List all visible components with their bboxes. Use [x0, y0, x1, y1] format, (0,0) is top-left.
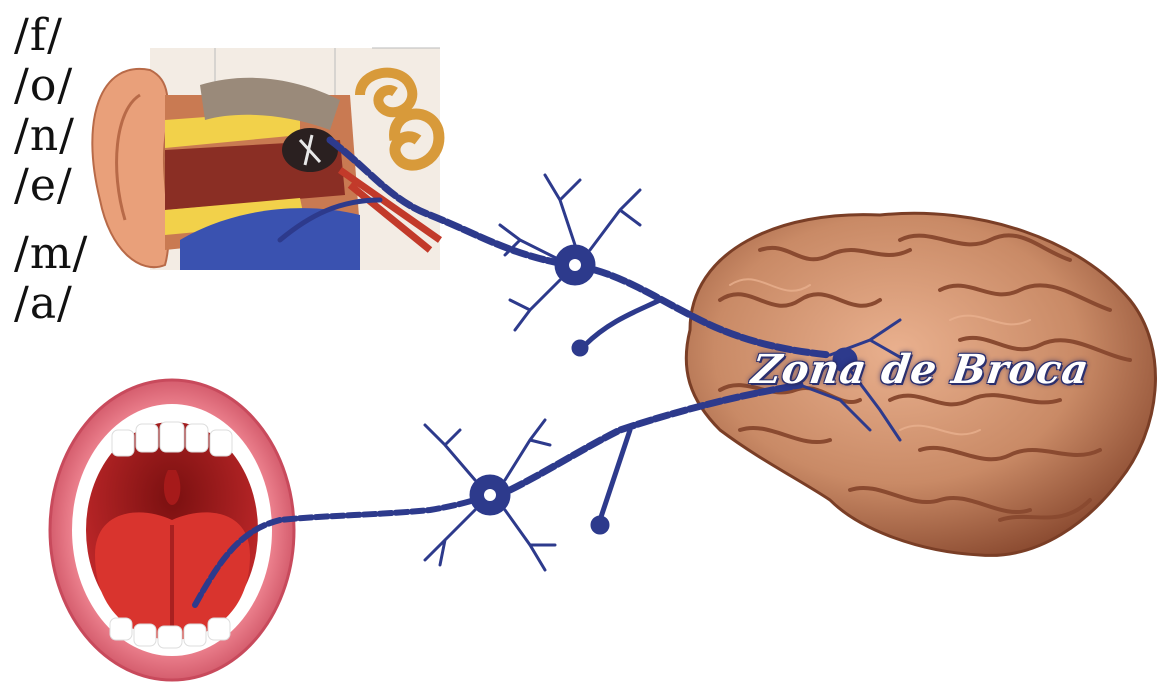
phoneme-label: /e/	[14, 164, 73, 208]
phoneme-label: /o/	[14, 64, 73, 108]
phoneme-label: /a/	[14, 282, 73, 326]
ear-anatomy-icon	[92, 48, 440, 270]
phoneme-label: /n/	[14, 114, 75, 158]
phoneme-label: /f/	[14, 14, 63, 58]
broca-area-label: Zona de Broca	[749, 346, 1093, 393]
phoneme-label: /m/	[14, 232, 88, 276]
